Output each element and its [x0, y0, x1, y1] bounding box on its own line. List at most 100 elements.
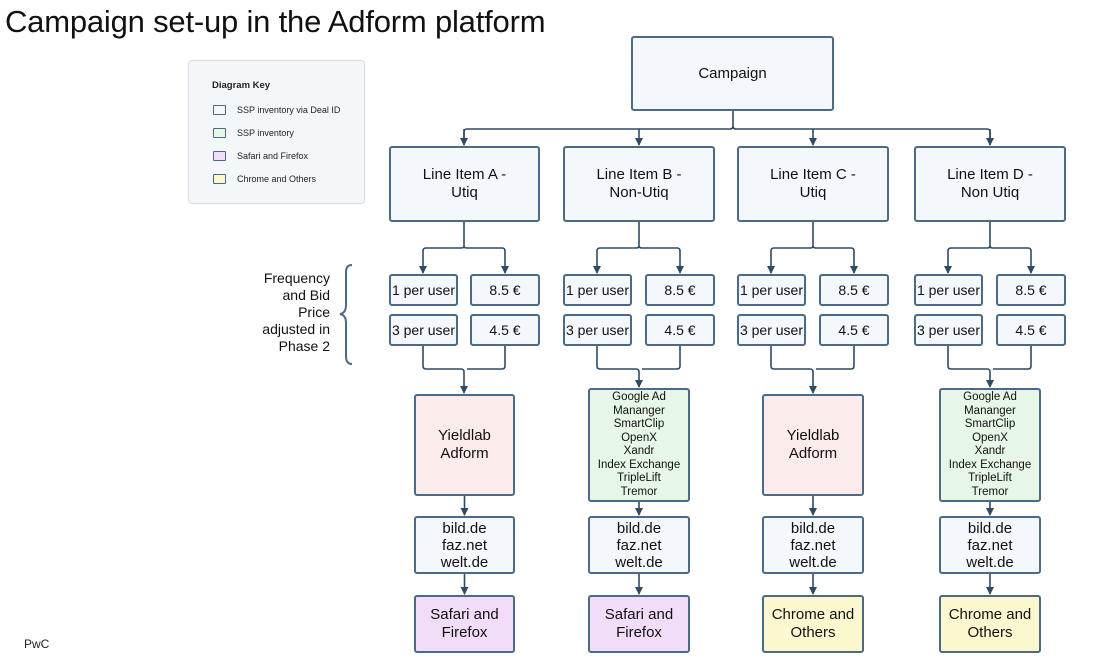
site-item: faz.net — [790, 536, 836, 554]
inventory-item: SmartClip — [964, 418, 1016, 430]
key-swatch — [213, 174, 226, 184]
frequency-box: 1 per user — [389, 274, 458, 306]
site-item: welt.de — [615, 553, 663, 571]
site-item: faz.net — [967, 536, 1013, 554]
inventory-item: Mananger — [613, 404, 665, 417]
connector — [642, 346, 681, 370]
bid-price-box: 4.5 € — [819, 314, 889, 346]
line-item-c-name: Line Item C - Utiq — [770, 166, 856, 201]
site-item: bild.de — [616, 519, 662, 537]
bid-price-label: 8.5 € — [838, 282, 870, 298]
browser-label: Others — [790, 624, 836, 641]
inventory-item: Yieldlab — [786, 427, 840, 444]
line-item-b-name: Line Item B - Non-Utiq — [596, 166, 682, 201]
inventory-item: Xandr — [623, 445, 655, 457]
site-item: welt.de — [966, 553, 1014, 571]
phase-2-label: Frequency and Bid Price adjusted in Phas… — [262, 270, 330, 354]
inventory-item: OpenX — [972, 431, 1008, 444]
line-item-d-name: Line Item D - Non Utiq — [947, 166, 1033, 201]
bid-price-label: 4.5 € — [664, 322, 696, 338]
site-item: faz.net — [616, 536, 662, 554]
inventory-item: Adform — [788, 445, 838, 462]
key-swatch — [213, 151, 226, 161]
inventory-item: SmartClip — [613, 418, 665, 430]
connector — [463, 245, 509, 274]
bid-price-box: 8.5 € — [470, 274, 540, 306]
connector — [593, 222, 640, 274]
connector — [419, 222, 465, 274]
site-item: welt.de — [789, 553, 837, 571]
key-label: Safari and Firefox — [237, 151, 309, 161]
line-item-d-box: Line Item D - Non Utiq — [914, 146, 1066, 222]
browser-label: Safari and — [604, 606, 674, 623]
browser-label: Safari and — [430, 606, 499, 623]
inventory-item: Google Ad — [963, 391, 1017, 403]
connector — [947, 346, 994, 388]
bid-price-box: 4.5 € — [645, 314, 715, 346]
inventory-item: Tremor — [620, 485, 658, 498]
bid-price-label: 4.5 € — [489, 322, 521, 338]
connector — [989, 245, 1035, 274]
connector — [422, 346, 468, 394]
frequency-label: 3 per user — [739, 322, 804, 338]
phase-brace — [339, 264, 353, 365]
frequency-label: 3 per user — [391, 322, 456, 338]
connector — [812, 245, 858, 274]
browser-label: Firefox — [616, 624, 662, 641]
connector — [993, 346, 1032, 370]
frequency-label: 3 per user — [565, 322, 630, 338]
frequency-box: 3 per user — [914, 314, 983, 346]
frequency-label: 1 per user — [565, 282, 630, 298]
connector — [767, 222, 814, 274]
bid-price-label: 8.5 € — [664, 282, 696, 298]
inventory-item: Yieldlab — [438, 427, 491, 444]
bid-price-label: 8.5 € — [1015, 282, 1047, 298]
footer-brand: PwC — [24, 637, 50, 651]
line-item-a-box: Line Item A - Utiq — [389, 146, 540, 222]
browser-label: Chrome and — [948, 606, 1032, 623]
inventory-item: Index Exchange — [948, 458, 1032, 471]
connector — [467, 346, 506, 370]
bid-price-box: 4.5 € — [996, 314, 1066, 346]
browser-label: Chrome and — [771, 606, 855, 623]
key-swatch — [213, 128, 226, 138]
diagram-key-title: Diagram Key — [212, 80, 271, 91]
frequency-box: 1 per user — [563, 274, 632, 306]
frequency-label: 1 per user — [391, 282, 456, 298]
frequency-label: 1 per user — [916, 282, 981, 298]
bid-price-box: 8.5 € — [819, 274, 889, 306]
inventory-item: TripleLift — [968, 472, 1012, 484]
key-label: SSP inventory via Deal ID — [237, 105, 341, 115]
key-swatch — [213, 105, 226, 115]
key-label: SSP inventory — [237, 128, 294, 138]
inventory-item: Adform — [440, 445, 489, 462]
bid-price-label: 4.5 € — [1015, 322, 1047, 338]
frequency-box: 3 per user — [737, 314, 806, 346]
line-item-b-box: Line Item B - Non-Utiq — [563, 146, 715, 222]
frequency-label: 3 per user — [916, 322, 981, 338]
site-item: bild.de — [442, 519, 487, 537]
inventory-item: Index Exchange — [597, 458, 681, 471]
site-item: bild.de — [790, 519, 836, 537]
frequency-box: 3 per user — [389, 314, 458, 346]
site-item: bild.de — [967, 519, 1013, 537]
site-item: welt.de — [440, 553, 489, 571]
inventory-item: Mananger — [964, 404, 1016, 417]
connector — [770, 346, 817, 394]
site-item: faz.net — [441, 536, 488, 554]
inventory-item: OpenX — [621, 431, 657, 444]
line-item-c-box: Line Item C - Utiq — [737, 146, 889, 222]
frequency-box: 1 per user — [914, 274, 983, 306]
bid-price-box: 8.5 € — [996, 274, 1066, 306]
frequency-box: 1 per user — [737, 274, 806, 306]
